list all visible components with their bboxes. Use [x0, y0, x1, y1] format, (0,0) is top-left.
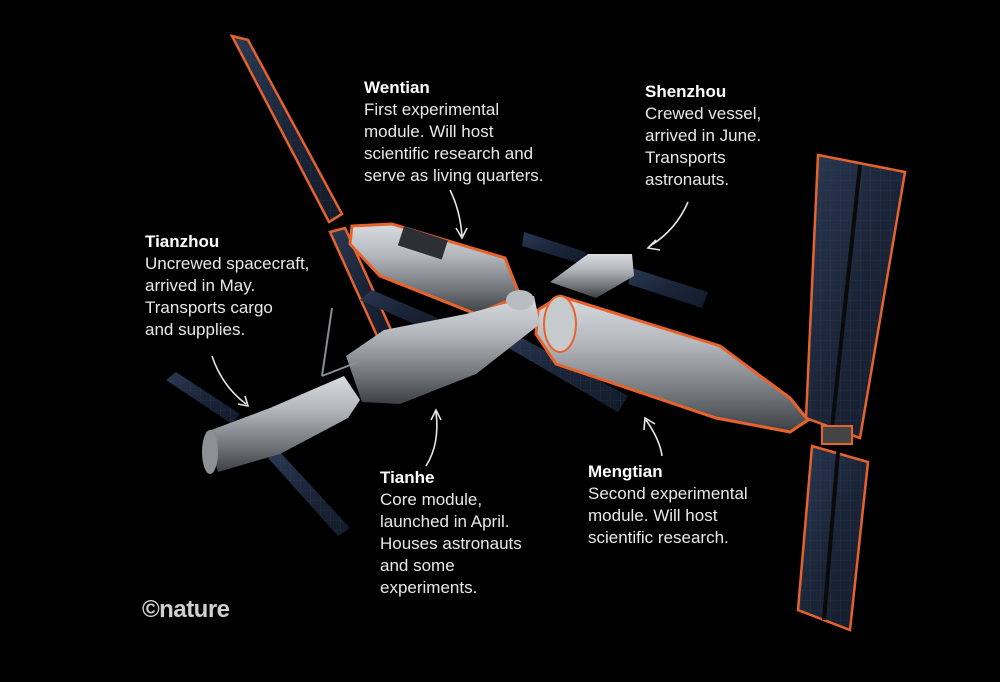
mengtian-label: Mengtian Second experimental module. Wil…: [588, 461, 818, 549]
tianhe-solar-array: [360, 290, 628, 412]
shenzhou-title: Shenzhou: [645, 82, 727, 101]
shenzhou-label: Shenzhou Crewed vessel, arrived in June.…: [645, 81, 805, 191]
mengtian-module: [534, 294, 811, 434]
tianhe-description: Core module, launched in April. Houses a…: [380, 490, 522, 597]
tianzhou-solar-array: [166, 372, 350, 536]
wentian-title: Wentian: [364, 78, 430, 97]
tianzhou-label: Tianzhou Uncrewed spacecraft, arrived in…: [145, 231, 365, 341]
tianhe-title: Tianhe: [380, 468, 435, 487]
tianhe-label: Tianhe Core module, launched in April. H…: [380, 467, 600, 599]
wentian-description: First experimental module. Will host sci…: [364, 100, 544, 185]
mengtian-solar-array: [796, 153, 907, 632]
wentian-label: Wentian First experimental module. Will …: [364, 77, 604, 187]
tianhe-module: [346, 290, 540, 404]
wentian-module: [348, 222, 522, 316]
tianzhou-description: Uncrewed spacecraft, arrived in May. Tra…: [145, 254, 310, 339]
mengtian-title: Mengtian: [588, 462, 663, 481]
pointer-arrows: [211, 189, 689, 467]
nature-logo: ©nature: [142, 596, 230, 623]
wentian-solar-array: [229, 34, 394, 340]
tianzhou-title: Tianzhou: [145, 232, 220, 251]
shenzhou-module: [550, 254, 634, 298]
tianzhou-module: [202, 307, 360, 474]
shenzhou-solar-array: [522, 232, 708, 308]
mengtian-description: Second experimental module. Will host sc…: [588, 484, 748, 547]
shenzhou-description: Crewed vessel, arrived in June. Transpor…: [645, 104, 762, 189]
